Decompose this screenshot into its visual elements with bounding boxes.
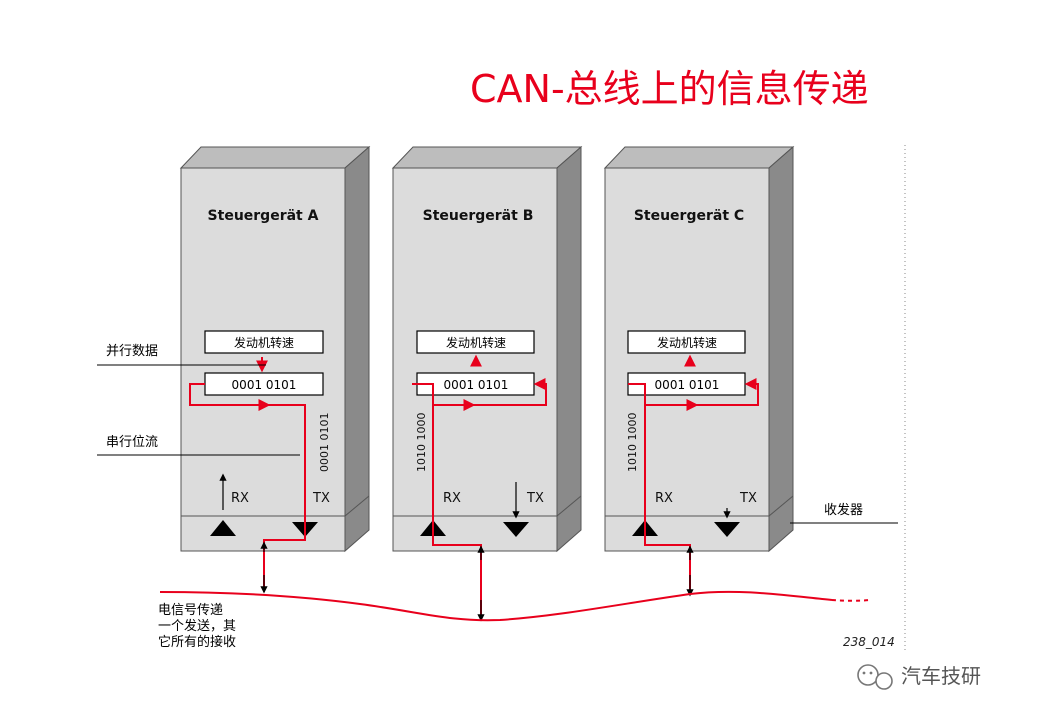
signal-caption-line3: 它所有的接收 (158, 634, 236, 650)
unit-c-bitstream: 1010 1000 (626, 413, 639, 473)
unit-c-top-box-label: 发动机转速 (657, 335, 717, 350)
can-bus-dashed-end (831, 599, 871, 602)
watermark-text: 汽车技研 (901, 664, 981, 688)
unit-c-name: Steuergerät C (634, 208, 744, 224)
unit-b-tx-label: TX (526, 491, 544, 506)
serial-bitstream-label: 串行位流 (106, 435, 158, 450)
wechat-logo-icon (857, 664, 893, 690)
unit-a-rx-label: RX (231, 491, 249, 506)
unit-b-top-box-label: 发动机转速 (446, 335, 506, 350)
unit-a-tx-label: TX (312, 491, 330, 506)
unit-b-bottom-box-label: 0001 0101 (444, 378, 509, 392)
can-bus-line (159, 590, 833, 622)
unit-b-name: Steuergerät B (423, 208, 534, 224)
unit-a-name: Steuergerät A (208, 208, 319, 224)
unit-a-rx-icon (210, 520, 236, 536)
control-unit-c: Steuergerät C 发动机转速 0001 0101 1010 1000 … (603, 145, 795, 597)
figure-reference: 238_014 (843, 635, 895, 649)
control-unit-b: Steuergerät B 发动机转速 0001 0101 1010 1000 … (391, 145, 583, 622)
unit-a-bitstream: 0001 0101 (318, 413, 331, 473)
parallel-data-label: 并行数据 (106, 344, 158, 359)
unit-a-bottom-box-label: 0001 0101 (232, 378, 297, 392)
unit-a-top-box-label: 发动机转速 (234, 335, 294, 350)
unit-c-tx-label: TX (739, 491, 757, 506)
unit-c-bottom-box-label: 0001 0101 (655, 378, 720, 392)
unit-b-bitstream: 1010 1000 (415, 413, 428, 473)
unit-b-rx-label: RX (443, 491, 461, 506)
transceiver-label: 收发器 (824, 502, 863, 518)
unit-c-top-box (627, 330, 746, 354)
signal-caption-line2: 一个发送，其 (158, 618, 236, 634)
unit-c-tx-icon (714, 522, 740, 537)
unit-b-top-box (416, 330, 535, 354)
unit-b-tx-icon (503, 522, 529, 537)
signal-caption-line1: 电信号传递 (158, 603, 223, 618)
unit-a-top-box (204, 330, 324, 354)
unit-c-rx-label: RX (655, 491, 673, 506)
page-title: CAN-总线上的信息传递 (470, 67, 869, 111)
control-unit-a: Steuergerät A 发动机转速 0001 0101 0001 0101 … (179, 145, 371, 594)
